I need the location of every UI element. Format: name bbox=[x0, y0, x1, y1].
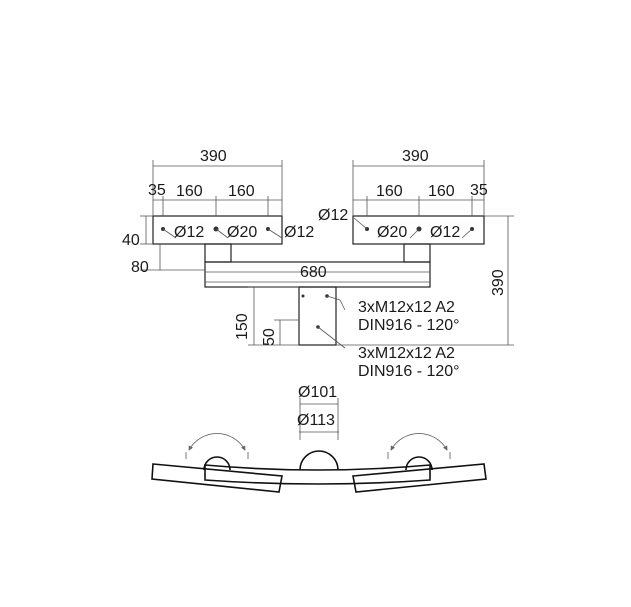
screw-note-1-line2: DIN916 - 120° bbox=[358, 317, 460, 334]
center-tube bbox=[299, 450, 339, 471]
dim-post-150: 150 bbox=[234, 313, 251, 340]
dim-height-40: 40 bbox=[122, 232, 140, 249]
screw-note-2-line2: DIN916 - 120° bbox=[358, 363, 460, 380]
dim-right-edge: 35 bbox=[470, 182, 488, 199]
dim-right-arm-width: 390 bbox=[402, 148, 429, 165]
hole-left-outer-label: Ø12 bbox=[174, 224, 204, 241]
mounting-post bbox=[298, 286, 337, 346]
post-hole-side bbox=[301, 294, 305, 298]
hole-right-center-label: Ø20 bbox=[377, 224, 407, 241]
dim-left-arm-width: 390 bbox=[200, 148, 227, 165]
top-view bbox=[140, 160, 514, 349]
right-rotation-arc bbox=[390, 433, 448, 451]
dim-total-height: 390 bbox=[490, 269, 507, 296]
front-crossbar bbox=[204, 464, 431, 485]
dim-height-80: 80 bbox=[131, 259, 149, 276]
hole-left-center-label: Ø20 bbox=[227, 224, 257, 241]
front-view bbox=[151, 398, 487, 493]
hole-right-outer-label: Ø12 bbox=[430, 224, 460, 241]
hole-right-inner-label: Ø12 bbox=[318, 207, 348, 224]
left-tube bbox=[203, 456, 231, 471]
left-connector-block bbox=[204, 243, 232, 263]
dim-right-spacing-b: 160 bbox=[428, 183, 455, 200]
screw-note-1-line1: 3xM12x12 A2 bbox=[358, 299, 455, 316]
dim-diameter-113: Ø113 bbox=[297, 412, 335, 429]
front-left-arm bbox=[151, 463, 283, 493]
dim-left-spacing-b: 160 bbox=[228, 183, 255, 200]
right-tube bbox=[405, 456, 433, 471]
screw-note-2-line1: 3xM12x12 A2 bbox=[358, 345, 455, 362]
dim-right-spacing-a: 160 bbox=[376, 183, 403, 200]
left-rotation-arc bbox=[188, 433, 246, 451]
dim-left-spacing-a: 160 bbox=[176, 183, 203, 200]
dim-crossbar-length: 680 bbox=[300, 264, 327, 281]
hole-left-inner-label: Ø12 bbox=[284, 224, 314, 241]
dim-diameter-101: Ø101 bbox=[298, 384, 337, 401]
dim-left-edge: 35 bbox=[148, 182, 166, 199]
right-connector-block bbox=[403, 243, 431, 263]
dim-post-50: 50 bbox=[261, 328, 278, 346]
front-right-arm bbox=[352, 463, 487, 493]
